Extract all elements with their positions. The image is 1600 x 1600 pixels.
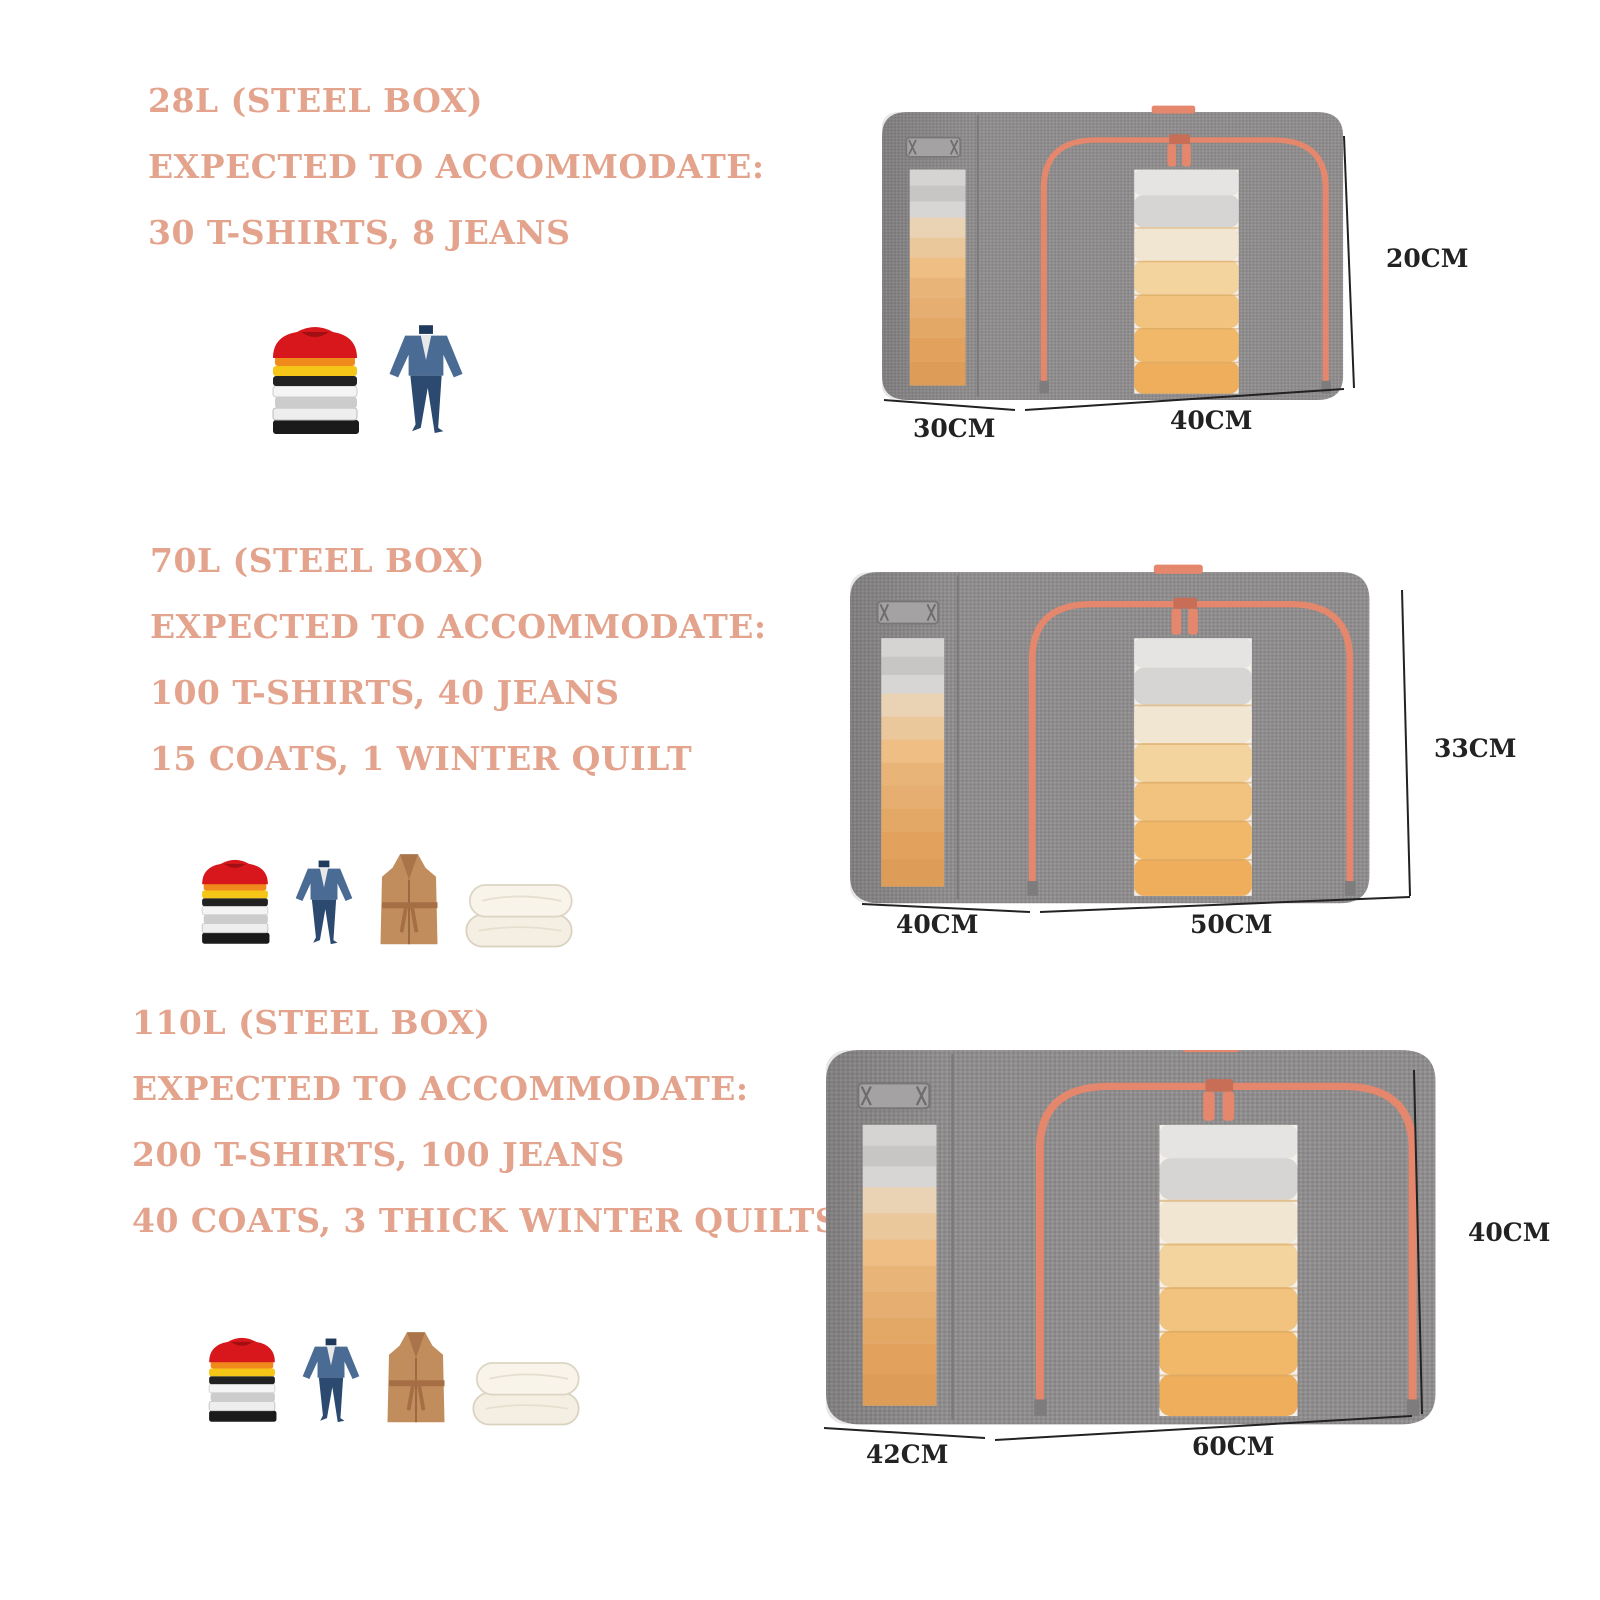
storage-box-diagram (850, 100, 1355, 411)
width-dimension: 60CM (1192, 1432, 1275, 1461)
product-110l: 110L (STEEL BOX) EXPECTED TO ACCOMMODATE… (0, 970, 1600, 1600)
width-dimension: 50CM (1190, 910, 1273, 939)
capacity-icons (202, 1328, 582, 1428)
folded-clothes-icon (208, 1337, 277, 1423)
storage-box-image (850, 565, 1369, 904)
height-dimension-line (1401, 589, 1411, 897)
spec-text: 70L (STEEL BOX) EXPECTED TO ACCOMMODATE:… (150, 528, 767, 792)
depth-dimension: 42CM (866, 1440, 949, 1469)
product-title: 110L (STEEL BOX) (132, 1003, 491, 1042)
product-title: 70L (STEEL BOX) (150, 541, 486, 580)
capacity-line: 30 T-SHIRTS, 8 JEANS (148, 213, 571, 252)
quilt-icon (465, 884, 573, 948)
quilt-icon (472, 1362, 580, 1426)
width-dimension: 40CM (1170, 406, 1253, 435)
spec-text: 28L (STEEL BOX) EXPECTED TO ACCOMMODATE:… (148, 68, 765, 266)
product-28l: 28L (STEEL BOX) EXPECTED TO ACCOMMODATE:… (0, 0, 1600, 470)
height-dimension-line (1343, 135, 1355, 389)
capacity-line: 15 COATS, 1 WINTER QUILT (150, 739, 693, 778)
capacity-line: 200 T-SHIRTS, 100 JEANS (132, 1135, 625, 1174)
capacity-label: EXPECTED TO ACCOMMODATE: (148, 147, 765, 186)
capacity-line: 100 T-SHIRTS, 40 JEANS (150, 673, 620, 712)
capacity-icons (262, 318, 466, 442)
depth-dimension: 30CM (913, 414, 996, 443)
storage-box-image (882, 106, 1343, 400)
folded-clothes-icon (272, 326, 360, 435)
capacity-label: EXPECTED TO ACCOMMODATE: (150, 607, 767, 646)
folded-clothes-icon (201, 859, 270, 945)
denim-outfit-icon (302, 1338, 360, 1423)
depth-dimension: 40CM (896, 910, 979, 939)
capacity-label: EXPECTED TO ACCOMMODATE: (132, 1069, 749, 1108)
height-dimension: 40CM (1468, 1218, 1551, 1247)
product-70l: 70L (STEEL BOX) EXPECTED TO ACCOMMODATE:… (0, 470, 1600, 970)
storage-box-image (826, 1050, 1436, 1424)
capacity-icons (195, 850, 575, 950)
coat-icon (385, 1330, 447, 1425)
storage-box-diagram (800, 1050, 1480, 1441)
capacity-line: 40 COATS, 3 THICK WINTER QUILTS (132, 1201, 840, 1240)
coat-icon (378, 852, 440, 947)
height-dimension-line (1413, 1069, 1423, 1415)
height-dimension: 33CM (1434, 734, 1517, 763)
storage-box-diagram (820, 560, 1411, 913)
width-dimension-line (861, 896, 1411, 913)
product-title: 28L (STEEL BOX) (148, 81, 484, 120)
width-dimension-line (823, 1415, 1413, 1441)
denim-outfit-icon (389, 325, 463, 434)
denim-outfit-icon (295, 860, 353, 945)
width-dimension-line (883, 388, 1345, 411)
height-dimension: 20CM (1386, 244, 1469, 273)
spec-text: 110L (STEEL BOX) EXPECTED TO ACCOMMODATE… (132, 990, 839, 1254)
